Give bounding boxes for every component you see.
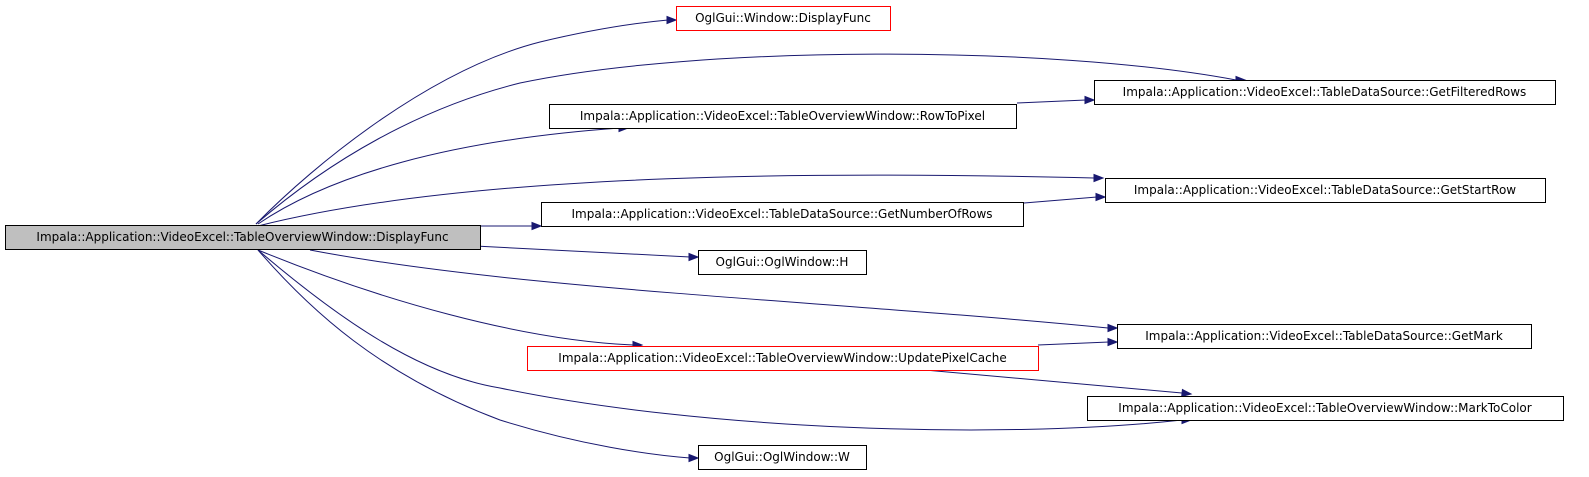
- callee-node[interactable]: Impala::Application::VideoExcel::TableDa…: [1105, 178, 1546, 203]
- callee-node[interactable]: OglGui::Window::DisplayFunc: [676, 6, 891, 31]
- edge-arrowhead: [688, 453, 700, 463]
- edge-line: [255, 19, 669, 225]
- edge-root-to-n4: [257, 173, 1105, 227]
- edge-line: [257, 249, 634, 346]
- node-box: [1094, 80, 1556, 105]
- edge-arrowhead: [1093, 173, 1105, 183]
- edge-arrowhead: [666, 15, 678, 25]
- node-label: OglGui::Window::DisplayFunc: [695, 11, 871, 25]
- node-label: Impala::Application::VideoExcel::TableOv…: [558, 351, 1006, 365]
- edge-n8-to-n9: [924, 369, 1193, 398]
- node-label: Impala::Application::VideoExcel::TableOv…: [1118, 401, 1531, 415]
- edge-line: [309, 249, 1109, 329]
- callee-node[interactable]: Impala::Application::VideoExcel::TableDa…: [1094, 80, 1556, 105]
- edge-line: [1016, 99, 1087, 104]
- edge-arrowhead: [1107, 337, 1119, 347]
- edge-arrowhead: [1181, 388, 1193, 398]
- edge-arrowhead: [1095, 192, 1107, 202]
- node-box: [5, 225, 481, 250]
- root-node[interactable]: Impala::Application::VideoExcel::TableOv…: [5, 225, 481, 250]
- node-label: Impala::Application::VideoExcel::TableOv…: [580, 109, 985, 123]
- node-label: Impala::Application::VideoExcel::TableDa…: [1145, 329, 1503, 343]
- node-box: [1087, 396, 1564, 421]
- edge-root-to-n7: [309, 249, 1119, 333]
- edge-line: [924, 369, 1183, 394]
- edge-line: [255, 53, 1237, 225]
- edge-line: [474, 245, 691, 258]
- edge-line: [257, 174, 1095, 227]
- callee-node[interactable]: Impala::Application::VideoExcel::TableDa…: [1117, 324, 1532, 349]
- edge-line: [1037, 341, 1110, 346]
- node-box: [698, 445, 867, 470]
- edge-n3-to-n2: [1016, 95, 1096, 105]
- callee-node[interactable]: Impala::Application::VideoExcel::TableOv…: [1087, 396, 1564, 421]
- node-label: OglGui::OglWindow::H: [716, 255, 849, 269]
- edge-root-to-n6: [474, 245, 700, 262]
- edge-arrowhead: [1084, 95, 1096, 105]
- node-box: [527, 346, 1039, 371]
- node-label: Impala::Application::VideoExcel::TableDa…: [1134, 183, 1516, 197]
- callee-node[interactable]: OglGui::OglWindow::H: [698, 250, 867, 275]
- node-box: [676, 6, 891, 31]
- node-label: Impala::Application::VideoExcel::TableDa…: [571, 207, 992, 221]
- nodes-layer: Impala::Application::VideoExcel::TableOv…: [5, 6, 1564, 470]
- edge-root-to-n8: [257, 249, 644, 350]
- edge-line: [257, 249, 691, 459]
- callee-node[interactable]: OglGui::OglWindow::W: [698, 445, 867, 470]
- edge-root-to-n5: [475, 221, 543, 231]
- edge-n5-to-n4: [1023, 192, 1107, 204]
- edge-arrowhead: [688, 252, 700, 262]
- node-box: [698, 250, 867, 275]
- edge-root-to-n9: [257, 249, 1193, 431]
- edge-root-to-n10: [257, 249, 700, 463]
- node-label: Impala::Application::VideoExcel::TableOv…: [36, 230, 448, 244]
- edge-line: [257, 127, 621, 225]
- edge-root-to-n1: [255, 15, 678, 225]
- node-box: [549, 104, 1017, 129]
- node-box: [1105, 178, 1546, 203]
- edge-n8-to-n7: [1037, 337, 1119, 347]
- node-box: [541, 202, 1024, 227]
- callee-node[interactable]: Impala::Application::VideoExcel::TableDa…: [541, 202, 1024, 227]
- edge-arrowhead: [1107, 323, 1119, 333]
- callee-node[interactable]: Impala::Application::VideoExcel::TableOv…: [527, 346, 1039, 371]
- node-box: [1117, 324, 1532, 349]
- edge-line: [1023, 196, 1098, 204]
- node-label: Impala::Application::VideoExcel::TableDa…: [1123, 85, 1527, 99]
- edge-line: [257, 249, 1183, 431]
- node-label: OglGui::OglWindow::W: [714, 450, 850, 464]
- callee-node[interactable]: Impala::Application::VideoExcel::TableOv…: [549, 104, 1017, 129]
- edge-arrowhead: [531, 221, 543, 231]
